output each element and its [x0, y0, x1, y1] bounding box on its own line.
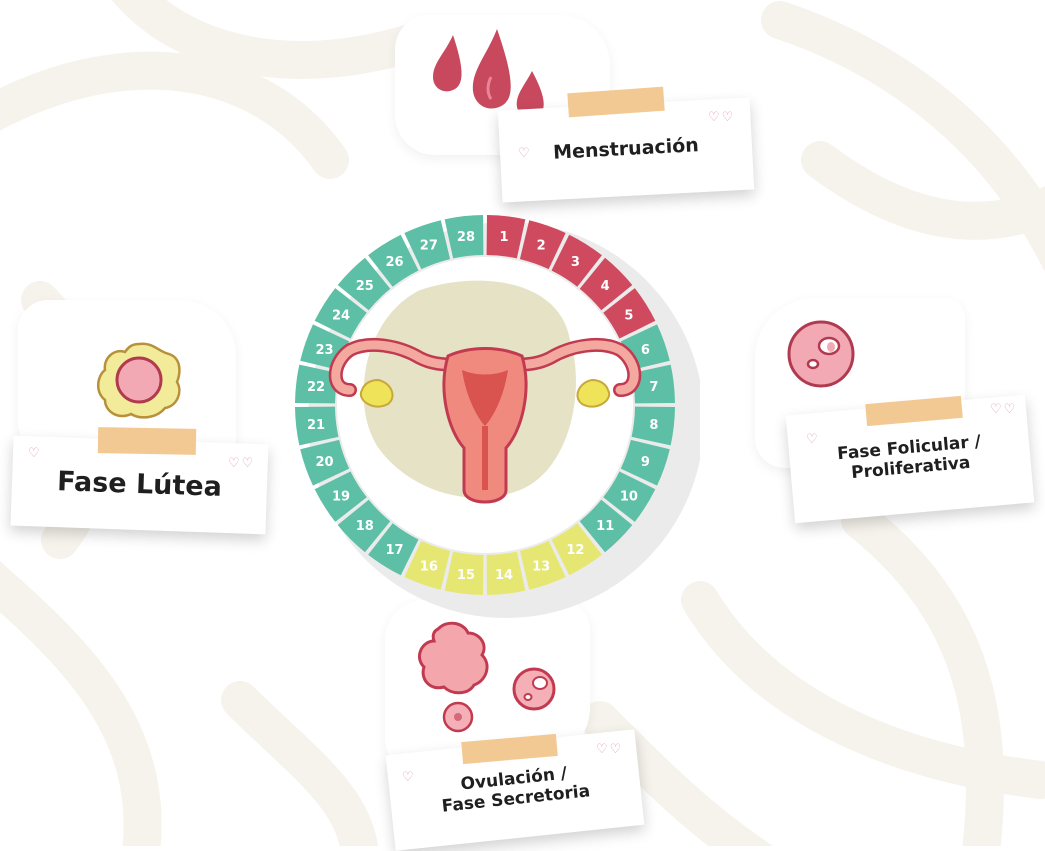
cycle-day-label-6: 6 — [641, 343, 650, 358]
cycle-day-label-18: 18 — [356, 519, 374, 534]
luteal-tape — [98, 427, 196, 455]
cycle-day-label-16: 16 — [420, 559, 438, 574]
cycle-day-label-2: 2 — [537, 239, 546, 254]
follicular-hearts-decoration: ♡♡ — [990, 402, 1017, 417]
cycle-day-label-19: 19 — [332, 489, 350, 504]
ovulation-label: Ovulación / Fase Secretoria — [439, 763, 591, 817]
cycle-day-label-28: 28 — [457, 230, 475, 245]
cycle-day-label-26: 26 — [386, 255, 404, 270]
menstrual-cycle-wheel: 1234567891011121314151617181920212223242… — [270, 190, 700, 630]
luteal-hearts-decoration: ♡♡ — [228, 456, 255, 471]
cycle-day-label-25: 25 — [356, 279, 374, 294]
ovulation-hearts-decoration: ♡♡ — [596, 742, 623, 757]
menstruation-hearts-decoration-left: ♡ — [518, 146, 532, 161]
cycle-day-label-13: 13 — [532, 559, 550, 574]
cycle-day-label-1: 1 — [500, 230, 509, 245]
luteal-hearts-decoration-left: ♡ — [28, 446, 42, 461]
cycle-day-label-8: 8 — [649, 418, 658, 433]
corpus-luteum-icon — [93, 340, 185, 422]
cycle-day-label-9: 9 — [641, 455, 650, 470]
follicle-cell-icon — [785, 318, 857, 390]
cycle-day-label-5: 5 — [624, 309, 633, 324]
ovulation-hearts-decoration-left: ♡ — [402, 770, 416, 785]
cycle-day-label-23: 23 — [315, 343, 333, 358]
cycle-day-label-12: 12 — [566, 543, 584, 558]
cycle-day-label-17: 17 — [386, 543, 404, 558]
cycle-day-label-22: 22 — [307, 380, 325, 395]
cycle-day-label-7: 7 — [649, 380, 658, 395]
follicular-label: Fase Folicular / Proliferativa — [837, 433, 984, 484]
follicular-hearts-decoration-left: ♡ — [806, 432, 820, 447]
cycle-day-label-4: 4 — [601, 279, 610, 294]
cycle-day-label-27: 27 — [420, 239, 438, 254]
cycle-day-label-14: 14 — [495, 568, 513, 583]
menstruation-hearts-decoration: ♡♡ — [708, 110, 735, 125]
cycle-day-label-24: 24 — [332, 309, 350, 324]
cycle-day-label-21: 21 — [307, 418, 325, 433]
cycle-day-label-3: 3 — [571, 255, 580, 270]
cycle-day-label-10: 10 — [620, 489, 638, 504]
cycle-day-label-15: 15 — [457, 568, 475, 583]
cycle-day-label-11: 11 — [596, 519, 614, 534]
ovum-release-icon — [408, 615, 568, 735]
menstruation-label: Menstruación — [553, 135, 700, 164]
cycle-day-label-20: 20 — [315, 455, 333, 470]
luteal-label: Fase Lútea — [57, 467, 223, 504]
